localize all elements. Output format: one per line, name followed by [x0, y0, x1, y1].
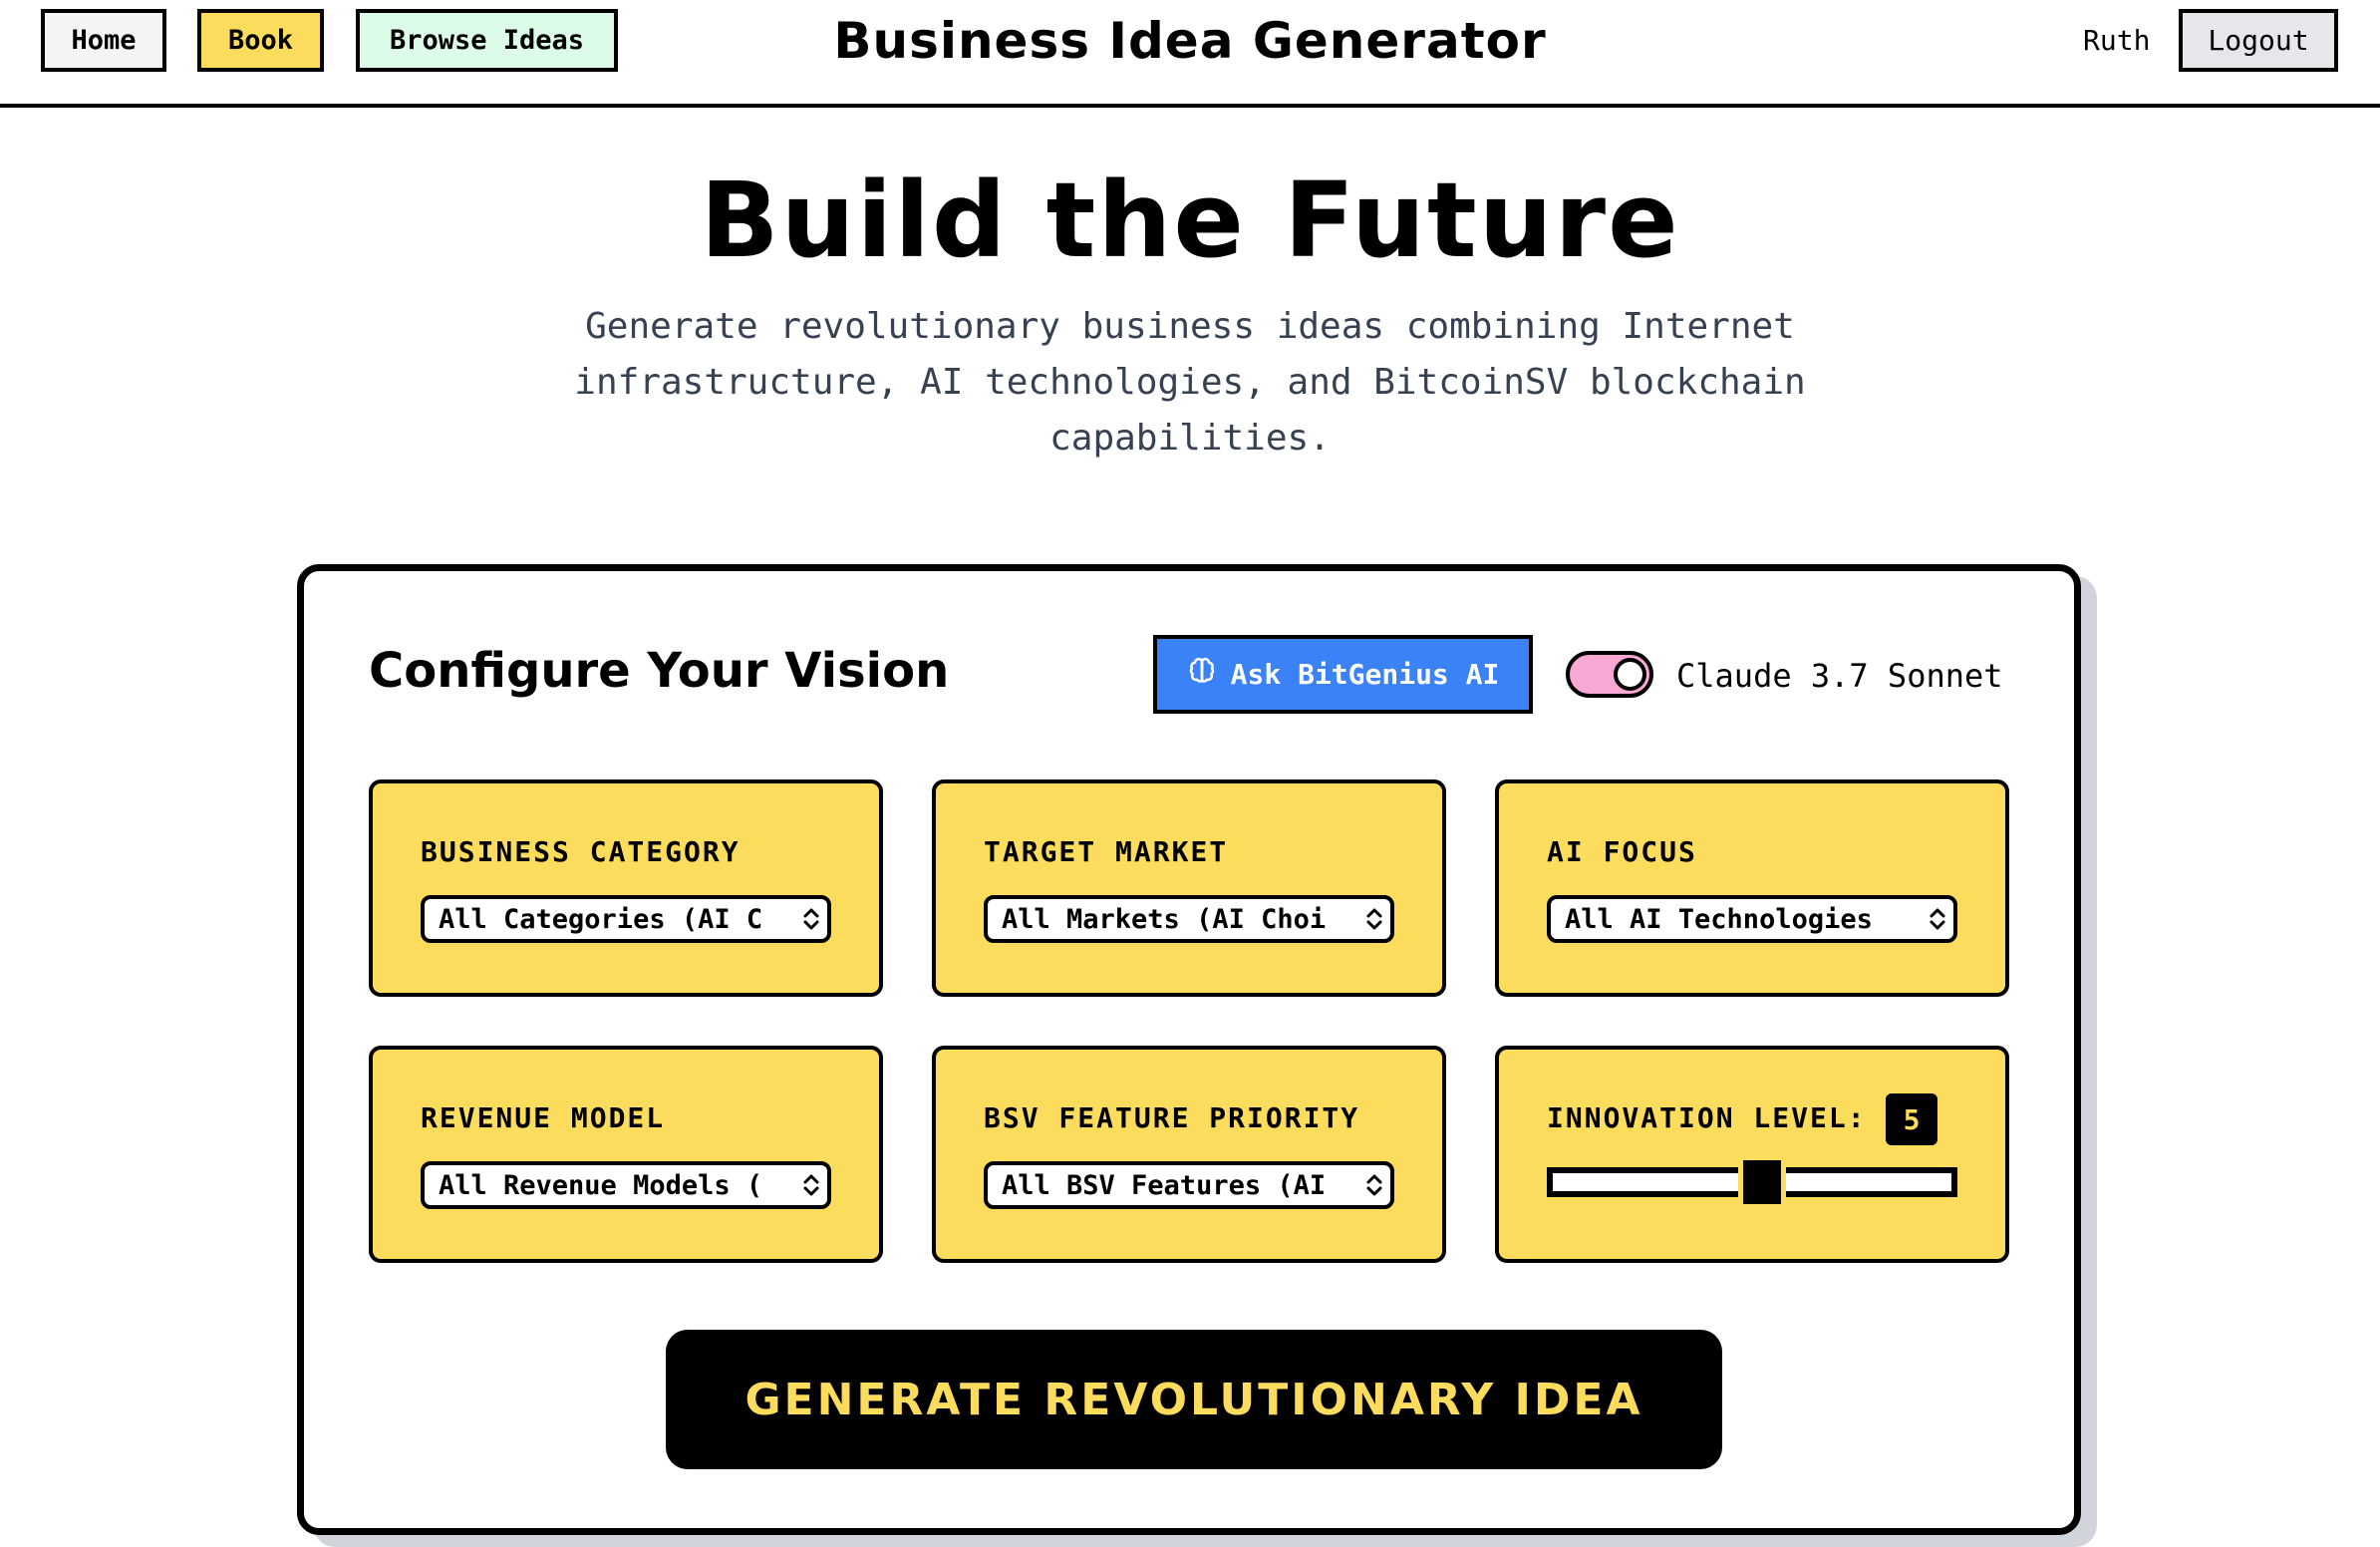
app-title: Business Idea Generator	[833, 12, 1547, 70]
innovation-slider-thumb[interactable]	[1737, 1155, 1786, 1209]
chevron-updown-icon	[795, 906, 827, 932]
innovation-label: INNOVATION LEVEL:	[1547, 1101, 1867, 1134]
chevron-updown-icon	[1922, 906, 1953, 932]
book-button[interactable]: Book	[197, 9, 324, 72]
target-market-select[interactable]: All Markets (AI Choi	[984, 895, 1394, 943]
innovation-value-badge: 5	[1886, 1093, 1937, 1145]
top-nav-bar: Home Book Browse Ideas Business Idea Gen…	[0, 0, 2380, 108]
select-value: All BSV Features (AI	[1002, 1169, 1327, 1201]
field-label: REVENUE MODEL	[421, 1101, 666, 1134]
field-bsv-feature-priority: BSV FEATURE PRIORITY All BSV Features (A…	[932, 1046, 1446, 1263]
browse-ideas-button[interactable]: Browse Ideas	[356, 9, 618, 72]
hero-subtitle: Generate revolutionary business ideas co…	[574, 306, 1806, 459]
business-category-select[interactable]: All Categories (AI C	[421, 895, 831, 943]
home-button[interactable]: Home	[41, 9, 166, 72]
logout-button[interactable]: Logout	[2179, 9, 2338, 72]
field-label: AI FOCUS	[1547, 835, 1697, 868]
hero-title: Build the Future	[700, 159, 1680, 281]
revenue-model-select[interactable]: All Revenue Models (	[421, 1161, 831, 1209]
select-value: All Categories (AI C	[439, 903, 763, 935]
select-value: All AI Technologies	[1565, 903, 1873, 935]
field-innovation-level: INNOVATION LEVEL: 5	[1495, 1046, 2009, 1263]
chevron-updown-icon	[1358, 1172, 1390, 1198]
chevron-updown-icon	[1358, 906, 1390, 932]
ask-bitgenius-button[interactable]: Ask BitGenius AI	[1153, 635, 1533, 714]
model-label: Claude 3.7 Sonnet	[1676, 657, 2003, 695]
field-ai-focus: AI FOCUS All AI Technologies	[1495, 779, 2009, 997]
toggle-knob	[1614, 658, 1646, 691]
chevron-updown-icon	[795, 1172, 827, 1198]
select-value: All Revenue Models (	[439, 1169, 763, 1201]
field-target-market: TARGET MARKET All Markets (AI Choi	[932, 779, 1446, 997]
select-value: All Markets (AI Choi	[1002, 903, 1327, 935]
configure-title: Configure Your Vision	[369, 643, 950, 699]
brain-icon	[1187, 656, 1217, 693]
field-business-category: BUSINESS CATEGORY All Categories (AI C	[369, 779, 883, 997]
generate-idea-button[interactable]: GENERATE REVOLUTIONARY IDEA	[666, 1330, 1722, 1469]
bsv-feature-select[interactable]: All BSV Features (AI	[984, 1161, 1394, 1209]
field-label: TARGET MARKET	[984, 835, 1229, 868]
model-toggle[interactable]	[1566, 651, 1653, 698]
field-label: BUSINESS CATEGORY	[421, 835, 741, 868]
field-label: BSV FEATURE PRIORITY	[984, 1101, 1360, 1134]
field-revenue-model: REVENUE MODEL All Revenue Models (	[369, 1046, 883, 1263]
user-name: Ruth	[2083, 24, 2151, 57]
ai-focus-select[interactable]: All AI Technologies	[1547, 895, 1957, 943]
ask-bitgenius-label: Ask BitGenius AI	[1230, 658, 1500, 691]
